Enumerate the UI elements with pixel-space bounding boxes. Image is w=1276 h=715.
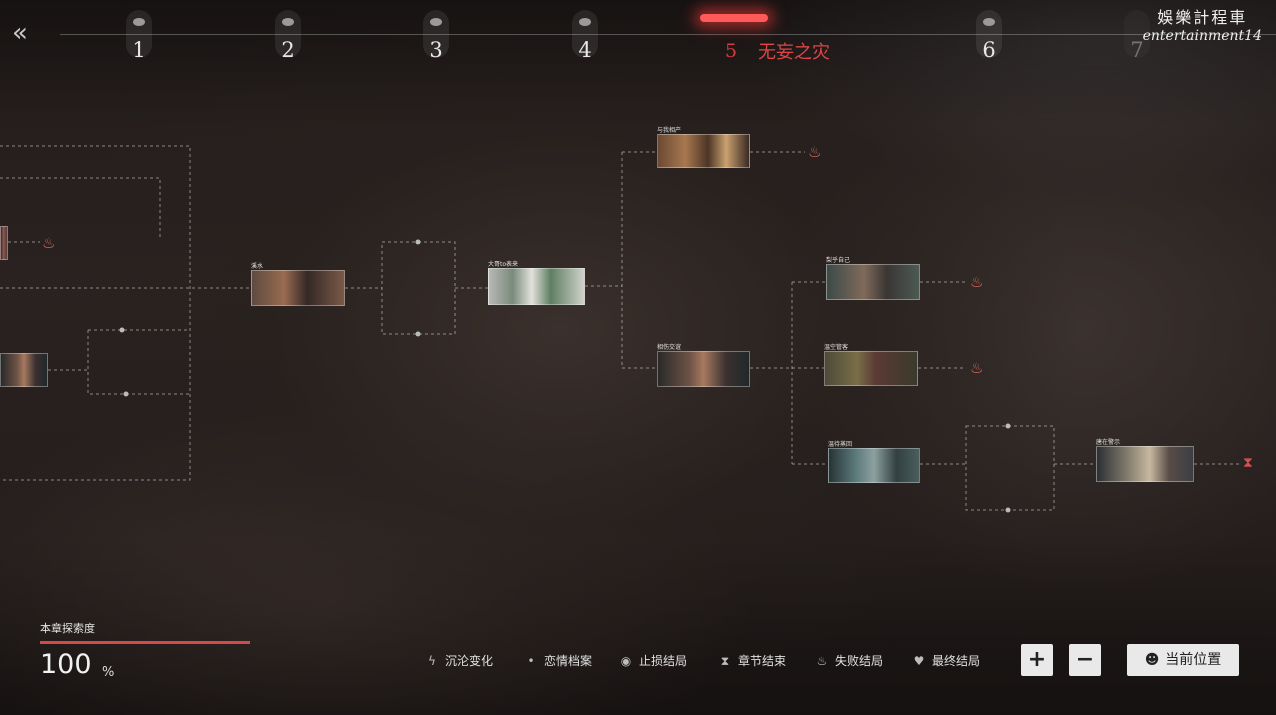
zoom-in-button[interactable]: +: [1021, 644, 1053, 676]
node-label: 梨乎自己: [826, 257, 851, 264]
failure-ending-flame-icon[interactable]: ♨: [808, 143, 822, 161]
chapter-tab-1[interactable]: 1: [124, 10, 154, 62]
node-thumbnail: [657, 134, 750, 168]
node-label: 溪水: [251, 263, 264, 270]
hourglass-icon: ⧗: [720, 654, 730, 668]
story-node-partial[interactable]: [0, 226, 8, 260]
node-label: 温待蒸回: [828, 441, 853, 448]
active-chapter-glow: [700, 14, 768, 22]
heart-drop-icon: •: [527, 654, 535, 668]
node-thumbnail: [828, 448, 920, 483]
progress-value: 100: [40, 649, 92, 680]
chapter-timeline: [60, 34, 1276, 35]
chapter-pill: 3: [423, 10, 449, 62]
chapter-tab-3[interactable]: 3: [421, 10, 451, 62]
node-label: 温空管客: [824, 344, 849, 351]
node-thumbnail: [0, 226, 8, 260]
heart-icon: ♥: [913, 654, 925, 668]
chapter-number: 3: [429, 38, 443, 62]
chapter-pill: 4: [572, 10, 598, 62]
node-thumbnail: [0, 353, 48, 387]
eye-icon: ◉: [620, 654, 632, 668]
story-node[interactable]: 溪水: [251, 263, 345, 306]
legend-item: ♨ 失败结局: [815, 652, 883, 669]
chapter-pill: 2: [275, 10, 301, 62]
locate-skull-icon: ☻: [1144, 652, 1160, 668]
chapter-tab-2[interactable]: 2: [273, 10, 303, 62]
node-thumbnail: [251, 270, 345, 306]
node-label: 相伤交谊: [657, 344, 682, 351]
progress-unit: %: [102, 665, 115, 680]
legend-label: 章节结束: [738, 654, 787, 668]
legend-item: ♥ 最终结局: [912, 652, 980, 669]
legend-label: 止损结局: [639, 654, 688, 668]
back-button[interactable]: «: [12, 18, 46, 48]
story-node[interactable]: 与我相产: [657, 127, 750, 168]
chapter-tab-4[interactable]: 4: [570, 10, 600, 62]
legend-label: 沉沦变化: [445, 654, 494, 668]
eye-icon: [983, 18, 995, 26]
node-thumbnail: [488, 268, 585, 305]
legend-item: • 恋情档案: [524, 652, 592, 669]
watermark: 娛樂計程車 entertainment14: [1143, 4, 1262, 44]
story-node[interactable]: 梨乎自己: [826, 257, 920, 300]
story-node[interactable]: 温待蒸回: [828, 441, 920, 483]
eye-icon: [133, 18, 145, 26]
legend-item: ϟ 沉沦变化: [425, 652, 493, 669]
progress-bar: [40, 641, 250, 644]
double-chevron-left-icon: «: [12, 18, 28, 48]
failure-ending-flame-icon[interactable]: ♨: [42, 234, 56, 252]
current-position-label: 当前位置: [1165, 652, 1222, 668]
watermark-line2: entertainment14: [1142, 28, 1262, 44]
chapter-number: 6: [982, 38, 996, 62]
node-label: 唐在警示: [1096, 439, 1121, 446]
chapter-number: 4: [578, 38, 592, 62]
story-node-partial[interactable]: [0, 353, 48, 387]
chapter-number: 2: [281, 38, 295, 62]
node-thumbnail: [824, 351, 918, 386]
eye-icon: [579, 18, 591, 26]
story-node[interactable]: 唐在警示: [1096, 439, 1194, 482]
eye-icon: [282, 18, 294, 26]
chapter-number: 5: [725, 40, 738, 62]
legend-item: ⧗ 章节结束: [718, 652, 786, 669]
node-label: 与我相产: [657, 127, 682, 134]
chapter-end-hourglass-icon[interactable]: ⧗: [1243, 455, 1253, 471]
node-label: 大哥to表来: [488, 261, 519, 268]
node-thumbnail: [657, 351, 750, 387]
watermark-line1: 娛樂計程車: [1157, 8, 1248, 27]
current-position-button[interactable]: ☻ 当前位置: [1127, 644, 1239, 676]
chapter-pill: 6: [976, 10, 1002, 62]
chapter-pill: 7: [1124, 10, 1150, 62]
legend-label: 最终结局: [932, 654, 981, 668]
eye-icon: [430, 18, 442, 26]
failure-ending-flame-icon[interactable]: ♨: [970, 273, 984, 291]
chapter-tab-7[interactable]: 7: [1122, 10, 1152, 62]
failure-ending-flame-icon[interactable]: ♨: [970, 359, 984, 377]
story-node[interactable]: 相伤交谊: [657, 344, 750, 387]
legend-item: ◉ 止损结局: [619, 652, 687, 669]
chapter-number: 1: [132, 38, 146, 62]
chapter-pill: 1: [126, 10, 152, 62]
story-node[interactable]: 温空管客: [824, 344, 918, 386]
node-thumbnail: [826, 264, 920, 300]
progress-fill: [40, 641, 250, 644]
chapter-tab-6[interactable]: 6: [974, 10, 1004, 62]
spiral-icon: ϟ: [428, 654, 436, 668]
chapter-title: 无妄之灾: [758, 42, 830, 63]
story-node[interactable]: 大哥to表来: [488, 261, 585, 305]
legend-label: 失败结局: [835, 654, 884, 668]
chapter-number: 7: [1130, 38, 1144, 62]
node-thumbnail: [1096, 446, 1194, 482]
flame-icon: ♨: [816, 654, 828, 668]
legend-label: 恋情档案: [544, 654, 593, 668]
progress-label: 本章探索度: [40, 622, 95, 635]
zoom-out-button[interactable]: −: [1069, 644, 1101, 676]
